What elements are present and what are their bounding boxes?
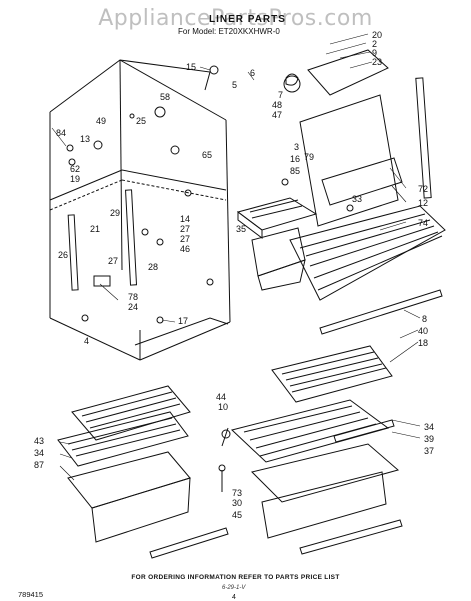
- callout-8: 8: [422, 314, 427, 324]
- callout-37: 37: [424, 446, 434, 456]
- right-crisper-strip: [299, 519, 403, 555]
- callout-7: 7: [278, 90, 283, 100]
- callout-25: 25: [136, 116, 146, 126]
- left-lower-shelf: [57, 411, 189, 467]
- callout-65: 65: [202, 150, 212, 160]
- callout-34a: 34: [34, 448, 44, 458]
- reference-code: 6-29-1-V: [222, 585, 246, 591]
- callout-44: 44: [216, 392, 226, 402]
- callout-27c: 27: [108, 256, 118, 266]
- callout-26: 26: [58, 250, 68, 260]
- callout-46: 46: [180, 244, 190, 254]
- callout-48: 48: [272, 100, 282, 110]
- callout-40: 40: [418, 326, 428, 336]
- callout-62: 62: [70, 164, 80, 174]
- callout-78: 78: [128, 292, 138, 302]
- left-crisper: [67, 451, 191, 543]
- callout-6: 6: [250, 68, 255, 78]
- callout-35: 35: [236, 224, 246, 234]
- page-number: 4: [232, 594, 236, 601]
- side-trim-strips: [67, 77, 432, 291]
- callout-9: 9: [372, 48, 377, 58]
- cabinet-liner: [49, 59, 231, 361]
- callout-74: 74: [418, 218, 428, 228]
- callout-numbers: 20 2 9 23 15 6 5 7 48 47 58 49 25 84 13 …: [34, 30, 434, 520]
- callout-2: 2: [372, 39, 377, 49]
- callout-17: 17: [178, 316, 188, 326]
- callout-14: 14: [180, 214, 190, 224]
- callout-27b: 27: [180, 234, 190, 244]
- ordering-note: FOR ORDERING INFORMATION REFER TO PARTS …: [131, 574, 340, 581]
- callout-87: 87: [34, 460, 44, 470]
- callout-73: 73: [232, 488, 242, 498]
- callout-21: 21: [90, 224, 100, 234]
- callout-24: 24: [128, 302, 138, 312]
- left-crisper-strip: [149, 527, 229, 559]
- shelf-front-strip: [319, 289, 443, 335]
- left-glass-shelf: [71, 385, 191, 441]
- right-glass-shelf: [271, 345, 393, 403]
- evaporator-cover: [299, 94, 403, 227]
- callout-13: 13: [80, 134, 90, 144]
- right-mid-strip: [333, 419, 395, 443]
- callout-29: 29: [110, 208, 120, 218]
- figure-number: 789415: [18, 590, 44, 599]
- callout-33: 33: [352, 194, 362, 204]
- callout-79: 79: [304, 152, 314, 162]
- callout-28: 28: [148, 262, 158, 272]
- callout-39: 39: [424, 434, 434, 444]
- callout-20: 20: [372, 30, 382, 40]
- model-line: For Model: ET20XKXHWR-0: [178, 27, 280, 36]
- callout-34b: 34: [424, 422, 434, 432]
- leader-lines: [51, 33, 421, 481]
- callout-19: 19: [70, 174, 80, 184]
- callout-18: 18: [418, 338, 428, 348]
- callout-45: 45: [232, 510, 242, 520]
- small-hardware-parts: [66, 65, 354, 492]
- right-lower-shelf: [230, 399, 390, 463]
- callout-10: 10: [218, 402, 228, 412]
- ice-tray: [236, 197, 318, 239]
- freezer-wire-shelf: [289, 205, 446, 301]
- freezer-bin: [251, 227, 306, 291]
- callout-58: 58: [160, 92, 170, 102]
- callout-27a: 27: [180, 224, 190, 234]
- callout-23: 23: [372, 57, 382, 67]
- callout-12: 12: [418, 198, 428, 208]
- callout-5: 5: [232, 80, 237, 90]
- callout-16: 16: [290, 154, 300, 164]
- right-crisper: [251, 443, 400, 539]
- callout-3: 3: [294, 142, 299, 152]
- callout-47: 47: [272, 110, 282, 120]
- callout-30: 30: [232, 498, 242, 508]
- diagram-title: LINER PARTS: [209, 14, 286, 25]
- callout-43: 43: [34, 436, 44, 446]
- callout-4: 4: [84, 336, 89, 346]
- callout-49: 49: [96, 116, 106, 126]
- callout-72: 72: [418, 184, 428, 194]
- callout-15: 15: [186, 62, 196, 72]
- callout-84: 84: [56, 128, 66, 138]
- callout-85: 85: [290, 166, 300, 176]
- watermark: AppliancePartsPros.com: [98, 6, 373, 31]
